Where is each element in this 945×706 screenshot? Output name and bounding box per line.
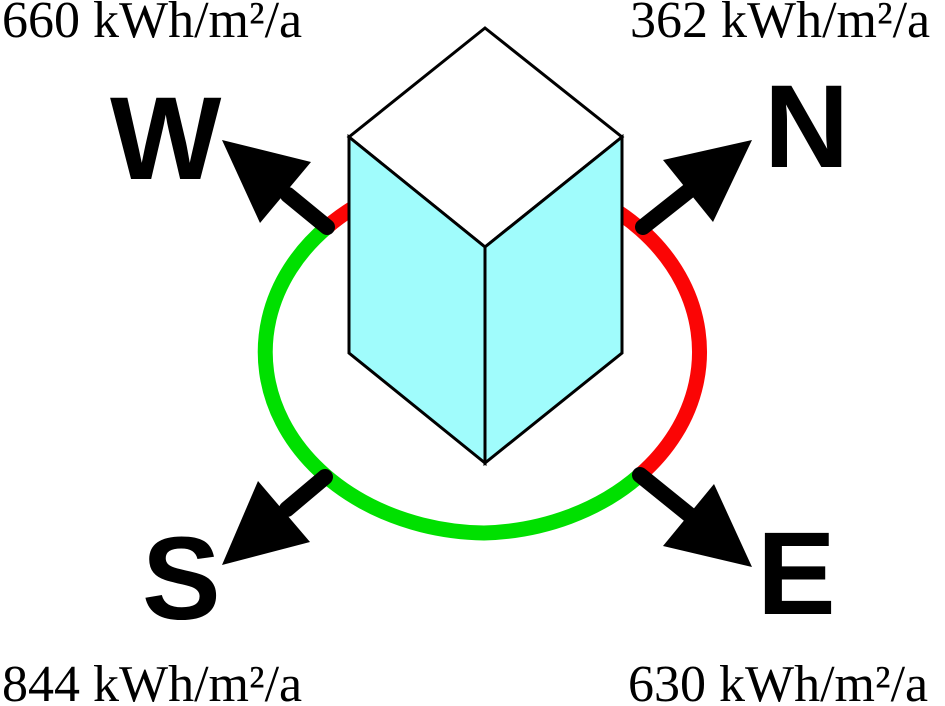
compass-arrows	[222, 140, 752, 567]
irradiation-value-east: 630 kWh/m²/a	[628, 656, 929, 706]
compass-letter-north: N	[764, 61, 850, 193]
compass-letter-south: S	[142, 513, 221, 645]
compass-letter-east: E	[757, 508, 836, 640]
irradiation-value-west: 660 kWh/m²/a	[2, 0, 303, 49]
irradiation-value-north: 362 kWh/m²/a	[630, 0, 931, 49]
green-arc	[257, 221, 645, 541]
irradiation-value-south: 844 kWh/m²/a	[2, 656, 303, 706]
compass-letter-west: W	[110, 73, 222, 205]
west-arrow	[222, 140, 335, 235]
east-arrow	[632, 467, 752, 567]
north-arrow	[635, 140, 752, 235]
cube-right-face	[483, 133, 624, 467]
building-cube	[346, 26, 625, 467]
south-arrow	[222, 469, 333, 565]
